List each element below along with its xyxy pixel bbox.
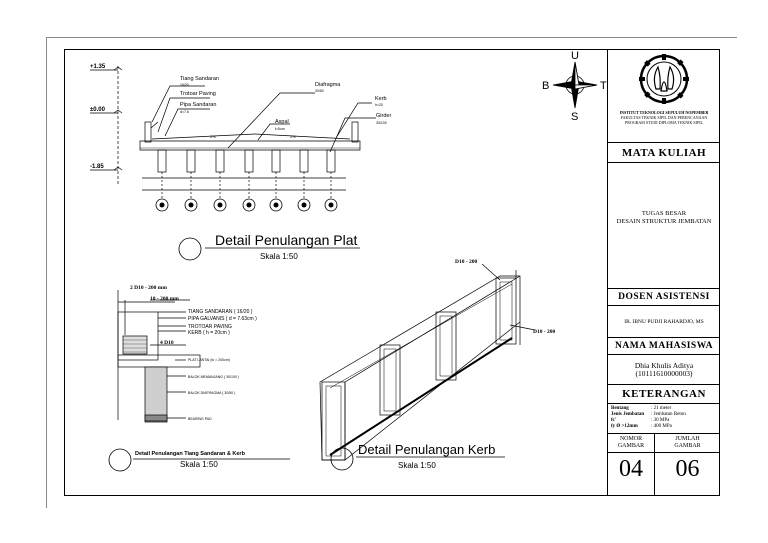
kerb-title-bubble xyxy=(330,447,354,471)
tiang-title-bubble xyxy=(108,448,132,472)
tiang-top2: 10 - 200 mm xyxy=(150,296,179,302)
kerb-title: Detail Penulangan Kerb xyxy=(358,442,495,457)
label-aspal: Aspal xyxy=(275,119,289,125)
label-aspal-dim: t=5cm xyxy=(275,127,285,131)
mahasiswa-name: Dhia Khulis Aditya xyxy=(634,361,694,370)
its-logo-icon xyxy=(639,54,689,104)
label-kerb-dim: h=20 xyxy=(375,103,383,107)
keterangan-cell: Bentang: 21 meter Jenis Jembatan: Jembat… xyxy=(608,404,720,434)
sheet-border xyxy=(46,37,737,508)
mata-kuliah-line-2: DESAIN STRUKTUR JEMBATAN xyxy=(616,218,712,225)
keterangan-row: fy Ø >12mm: 400 MPa xyxy=(611,424,672,429)
keterangan-header: KETERANGAN xyxy=(608,385,720,404)
plat-scale: Skala 1:50 xyxy=(260,252,298,261)
compass-east: T xyxy=(600,80,607,92)
title-block: INSTITUT TEKNOLOGI SEPULUH NOPEMBER FAKU… xyxy=(607,49,720,496)
tiang-top1: 2 D10 - 200 mm xyxy=(130,285,167,291)
tiang-title: Detail Penulangan Tiang Sandaran & Kerb xyxy=(135,451,246,457)
nomor-label: NOMOR GAMBAR xyxy=(617,436,645,449)
keterangan-row: Bentang: 21 meter xyxy=(611,406,672,411)
level-zero: ±0.00 xyxy=(90,107,106,113)
plat-title-bubble xyxy=(178,237,202,261)
tiang-lower-2: BALOK DIAFRAGMA ( 30/50 ) xyxy=(188,391,235,395)
plat-section xyxy=(90,66,376,198)
label-trotoar: Trotoar Paving xyxy=(180,91,216,97)
tiang-label-1: PIPA GALVANIS ( d = 7.63cm ) xyxy=(188,316,257,322)
label-diafragma: Diafragma xyxy=(315,82,341,88)
kerb-3d xyxy=(319,263,536,461)
institute-line-1: INSTITUT TEKNOLOGI SEPULUH NOPEMBER xyxy=(619,110,709,115)
compass-north: U xyxy=(571,50,579,62)
tiang-d10: 4 D10 xyxy=(160,340,174,346)
tiang-detail xyxy=(117,290,201,423)
slope-right: 2% xyxy=(290,134,296,139)
tiang-lower-0: PLAT LANTAI (tc = 200cm) xyxy=(188,358,230,362)
label-girder: Girder xyxy=(376,113,391,119)
compass-south: S xyxy=(571,111,578,123)
nomor-value: 04 xyxy=(619,456,643,482)
tiang-lower-3: BEARING PAD xyxy=(188,417,212,421)
keterangan-row: fc': 30 MPa xyxy=(611,418,670,423)
plat-title: Detail Penulangan Plat xyxy=(215,232,358,248)
dosen-name: IR. IBNU PUDJI RAHARDJO, MS xyxy=(608,306,720,338)
mata-kuliah-cell: TUGAS BESAR DESAIN STRUKTUR JEMBATAN xyxy=(608,163,720,289)
slope-left: 2% xyxy=(210,134,216,139)
label-pipa: Pipa Sandaran xyxy=(180,102,216,108)
mahasiswa-header: NAMA MAHASISWA xyxy=(608,338,720,355)
grid-bubbles xyxy=(155,198,338,212)
tiang-label-2: TROTOAR PAVING xyxy=(188,324,232,330)
kerb-label-top: D10 - 200 xyxy=(455,259,478,265)
mahasiswa-nrp: (10111610000003) xyxy=(635,369,693,378)
jumlah-label: JUMLAH GAMBAR xyxy=(674,436,701,449)
logo-cell: INSTITUT TEKNOLOGI SEPULUH NOPEMBER FAKU… xyxy=(608,49,720,143)
tiang-lower-1: BALOK MEMANJANG ( 30/100 ) xyxy=(188,375,239,379)
compass-west: B xyxy=(542,80,549,92)
label-girder-dim: 30/100 xyxy=(376,121,387,125)
nomor-jumlah-cell: NOMOR GAMBAR JUMLAH GAMBAR 04 06 xyxy=(608,434,720,496)
tiang-scale: Skala 1:50 xyxy=(180,460,218,469)
institute-line-2: FAKULTAS TEKNIK SIPIL DAN PERENCANAAN xyxy=(620,115,708,120)
label-kerb: Kerb xyxy=(375,96,387,102)
mata-kuliah-line-1: TUGAS BESAR xyxy=(641,210,687,217)
mahasiswa-cell: Dhia Khulis Aditya (10111610000003) xyxy=(608,355,720,385)
tiang-label-3: KERB ( h = 20cm ) xyxy=(188,330,230,336)
keterangan-row: Jenis Jembatan: Jembatan Beton xyxy=(611,412,686,417)
drawing-frame xyxy=(64,49,720,496)
label-pipa-dim: d=7.6 xyxy=(180,110,189,114)
kerb-label-right: D10 - 200 xyxy=(533,329,556,335)
level-bottom: -1.85 xyxy=(90,164,104,170)
dosen-header: DOSEN ASISTENSI xyxy=(608,289,720,306)
level-top: +1.35 xyxy=(90,64,106,70)
jumlah-value: 06 xyxy=(675,456,700,482)
label-tiang: Tiang Sandaran xyxy=(180,76,219,82)
label-tiang-dim: 16/20 xyxy=(180,83,189,87)
tiang-label-0: TIANG SANDARAN ( 16/20 ) xyxy=(188,309,253,315)
mata-kuliah-header: MATA KULIAH xyxy=(608,143,720,163)
kerb-scale: Skala 1:50 xyxy=(398,461,436,470)
compass-icon xyxy=(552,61,598,109)
label-diafragma-dim: 30/50 xyxy=(315,89,324,93)
institute-line-3: PROGRAM STUDI DIPLOMA TEKNIK SIPIL xyxy=(625,120,703,125)
